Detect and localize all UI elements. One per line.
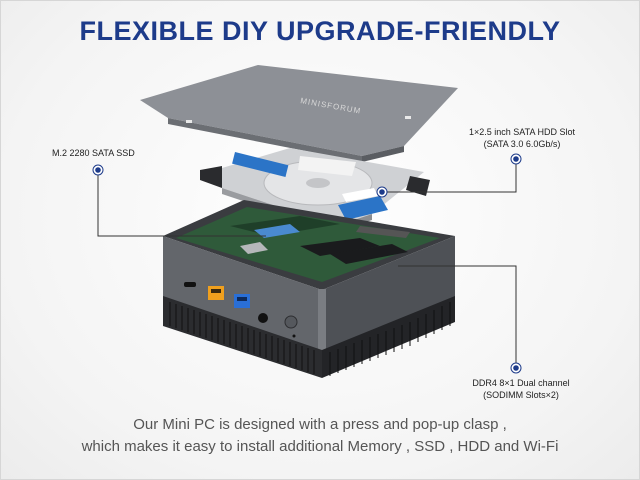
callout-lines xyxy=(97,159,517,368)
usb-c-port xyxy=(184,282,196,287)
callout-hdd-line1: 1×2.5 inch SATA HDD Slot xyxy=(469,127,575,137)
front-ports xyxy=(184,282,298,338)
callout-ssd: M.2 2280 SATA SSD xyxy=(52,147,135,159)
callout-hdd-line2: (SATA 3.0 6.0Gb/s) xyxy=(483,139,561,149)
caption-line-1: Our Mini PC is designed with a press and… xyxy=(133,416,507,433)
audio-jack xyxy=(258,313,268,323)
callout-hdd: 1×2.5 inch SATA HDD Slot (SATA 3.0 6.0Gb… xyxy=(447,126,597,150)
callout-ssd-label: M.2 2280 SATA SSD xyxy=(52,148,135,158)
top-lid: MINISFORUM xyxy=(140,65,458,162)
headline: FLEXIBLE DIY UPGRADE-FRIENDLY xyxy=(79,16,561,46)
callout-dots xyxy=(92,153,522,374)
power-button-icon xyxy=(284,315,298,329)
callout-ram-line2: (SODIMM Slots×2) xyxy=(483,390,559,400)
side-vents xyxy=(329,302,451,376)
caption-line-2: which makes it easy to install additiona… xyxy=(81,438,559,455)
callout-ram: DDR4 8×1 Dual channel (SODIMM Slots×2) xyxy=(446,377,596,401)
front-vents xyxy=(169,302,315,374)
chassis xyxy=(163,200,455,378)
callout-ram-line1: DDR4 8×1 Dual channel xyxy=(472,378,570,388)
